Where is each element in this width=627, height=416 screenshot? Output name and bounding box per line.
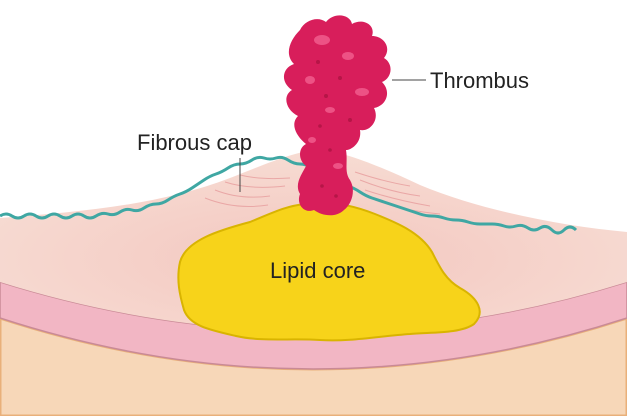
- thrombus-label: Thrombus: [430, 68, 529, 94]
- fibrous-cap-label: Fibrous cap: [137, 130, 252, 156]
- lipid-core-label: Lipid core: [270, 258, 365, 284]
